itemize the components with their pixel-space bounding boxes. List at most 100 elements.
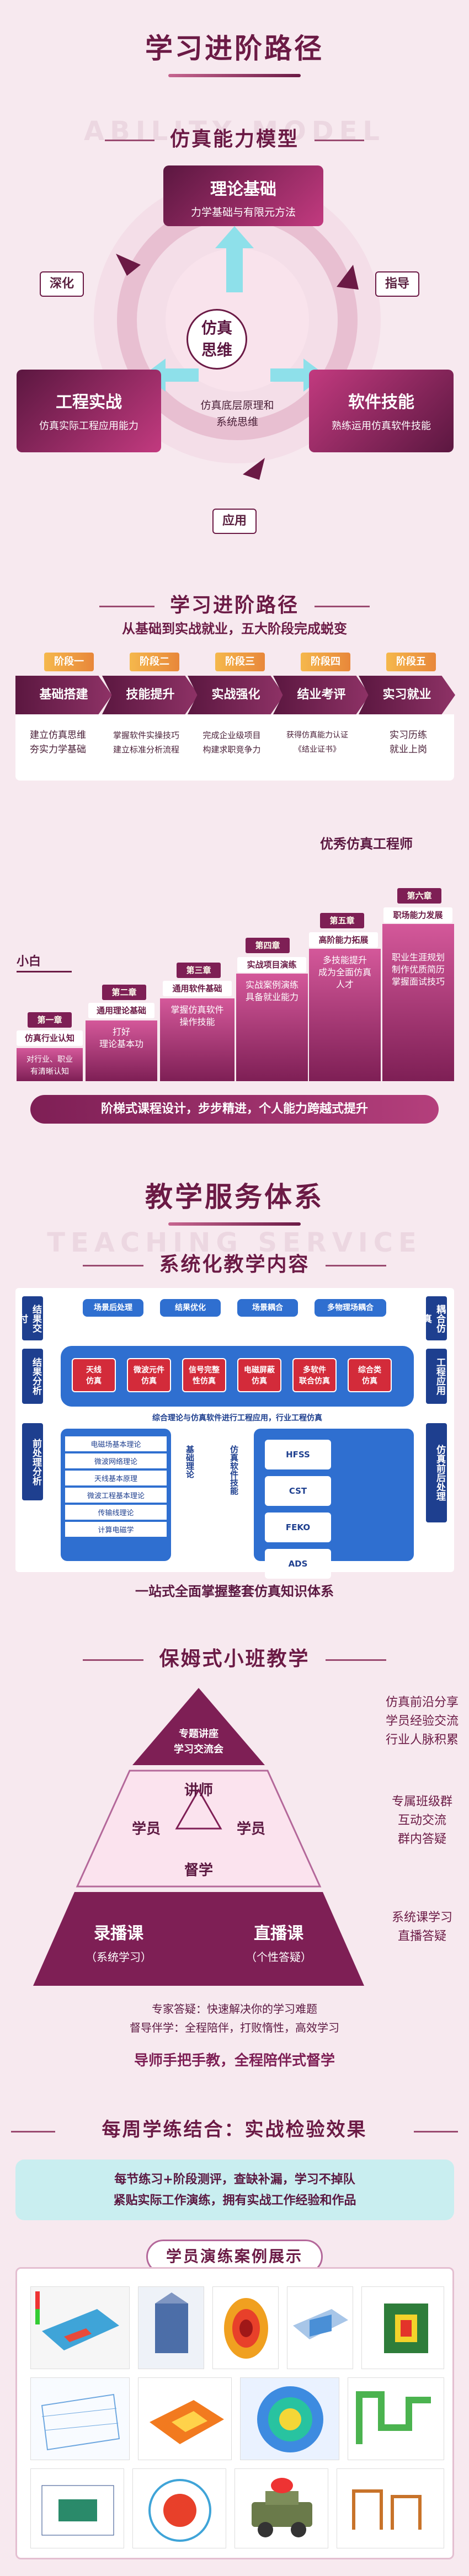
case-image-2 <box>138 2286 204 2369</box>
apply-label: 应用 <box>212 509 257 534</box>
case-image-6 <box>30 2377 130 2460</box>
center-desc: 仿真底层原理和系统思维 <box>200 399 274 428</box>
weekly-heading-text: 每周学练结合：实战检验效果 <box>102 2119 367 2141</box>
practice-desc: 仿真实际工程应用能力 <box>39 420 138 432</box>
theory-item-3: 天线基本原理 <box>65 1471 167 1485</box>
right-note-1: 仿真前沿分享 学员经验交流 行业人脉积累 <box>381 1693 463 1750</box>
pyramid-student-left: 学员 <box>131 1821 161 1837</box>
stair-tag2-5: 高阶能力拓展 <box>309 932 378 948</box>
top-box-3: 场景耦合 <box>237 1299 298 1317</box>
stage-desc-4: 获得仿真能力认证 《结业证书》 <box>286 731 348 754</box>
live-title: 直播课 <box>254 1924 303 1943</box>
stair-4: 实战案例演练 具备就业能力 <box>236 974 308 1081</box>
service-title: 教学服务体系 <box>0 1175 469 1226</box>
mid-label-1: 基础理论 <box>185 1445 195 1478</box>
nanny-note-2: 督导伴学：全程陪伴，打败惰性，高效学习 <box>130 2021 339 2034</box>
software-desc: 熟练运用仿真软件技能 <box>332 420 431 432</box>
stage-tag-4: 阶段四 <box>301 653 350 671</box>
path-subtitle: 从基础到实战就业，五大阶段完成蜕变 <box>122 621 347 637</box>
right-note-2: 专属班级群 互动交流 群内答疑 <box>381 1793 463 1849</box>
stage-3: 实战强化 <box>188 676 284 714</box>
center-line1: 仿真 <box>201 319 232 337</box>
stair-tag2-3: 通用软件基础 <box>163 981 232 996</box>
path-heading: 学习进阶路径 <box>0 585 469 629</box>
stairs-goal: 优秀仿真工程师 <box>320 836 413 852</box>
center-thinking: 仿真 思维 <box>186 309 247 370</box>
stair-tag2-4: 实战项目演练 <box>237 957 306 972</box>
stage-desc-5: 实习历练 就业上岗 <box>390 730 427 755</box>
recorded-course: 录播课 （系统学习） <box>72 1920 166 1964</box>
recorded-title: 录播课 <box>94 1924 143 1943</box>
live-course: 直播课 （个性答疑） <box>232 1920 326 1964</box>
right-tab-3: 仿真前后处理 <box>426 1423 447 1522</box>
stage-desc-panel <box>15 714 454 781</box>
theory-item-5: 传输线理论 <box>65 1505 167 1520</box>
note-1-3: 行业人脉积累 <box>385 1733 459 1747</box>
stair-tag2-6: 职场能力发展 <box>383 907 452 923</box>
stair-tag-4: 第四章 <box>246 938 290 953</box>
center-line2: 思维 <box>201 341 232 359</box>
case-image-5 <box>361 2286 444 2369</box>
nanny-heading-text: 保姆式小班教学 <box>159 1648 310 1670</box>
theory-item-1: 电磁场基本理论 <box>65 1436 167 1451</box>
page-title: 学习进阶路径 <box>0 26 469 77</box>
guide-label: 指导 <box>375 271 419 297</box>
stage-tag-2: 阶段二 <box>130 653 179 671</box>
red-box-4: 电磁屏蔽 仿真 <box>237 1358 281 1392</box>
model-heading-text: 仿真能力模型 <box>169 128 299 151</box>
left-tab-2: 结果分析 <box>22 1349 43 1404</box>
weekly-desc: 每节练习+阶段测评，查缺补漏，学习不掉队 紧贴实际工作演练，拥有实战工作经验和作… <box>15 2160 454 2220</box>
stage-4: 结业考评 <box>273 676 370 714</box>
stair-tag-5: 第五章 <box>320 913 364 928</box>
theory-title: 理论基础 <box>210 180 276 199</box>
software-item-4: ADS <box>265 1549 331 1579</box>
red-box-3: 信号完整 性仿真 <box>182 1358 226 1392</box>
top-box-4: 多物理场耦合 <box>315 1299 386 1317</box>
case-image-13 <box>337 2468 444 2548</box>
center-line-text: 综合理论与仿真软件进行工程应用，行业工程仿真 <box>152 1414 322 1423</box>
right-note-3: 系统课学习 直播答疑 <box>381 1909 463 1946</box>
theory-item-4: 微波工程基本理论 <box>65 1488 167 1503</box>
stairs-baseline <box>17 971 72 972</box>
theory-card: 理论基础 力学基础与有限元方法 <box>163 165 323 226</box>
case-image-7 <box>138 2377 232 2460</box>
case-image-9 <box>348 2377 444 2460</box>
software-item-1: HFSS <box>265 1440 331 1469</box>
stair-tag-2: 第二章 <box>102 985 146 1000</box>
theory-desc: 力学基础与有限元方法 <box>190 206 296 218</box>
stair-tag2-2: 通用理论基础 <box>88 1003 154 1018</box>
case-image-12 <box>234 2468 328 2548</box>
stair-6: 职业生涯规划 制作优质简历 掌握面试技巧 <box>382 924 454 1081</box>
stair-tag-1: 第一章 <box>28 1012 72 1028</box>
software-item-2: CST <box>265 1476 331 1506</box>
note-2-3: 群内答疑 <box>397 1832 446 1846</box>
case-image-11 <box>132 2468 226 2548</box>
stage-tag-1: 阶段一 <box>44 653 94 671</box>
path-heading-text: 学习进阶路径 <box>169 594 299 617</box>
path-bar: 阶梯式课程设计，步步精进，个人能力跨越式提升 <box>30 1095 439 1124</box>
red-box-2: 微波元件 仿真 <box>127 1358 171 1392</box>
service-ghost: TEACHING SERVICE <box>47 1227 422 1258</box>
theory-item-2: 微波网络理论 <box>65 1453 167 1468</box>
stairs-start: 小白 <box>17 955 41 969</box>
stair-1: 对行业、职业 有清晰认知 <box>17 1048 83 1081</box>
right-tab-1: 耦合仿真 <box>420 1296 447 1340</box>
top-box-2: 结果优化 <box>160 1299 221 1317</box>
systematic-heading-text: 系统化教学内容 <box>159 1253 310 1276</box>
nanny-summary: 导师手把手教，全程陪伴式督学 <box>134 2053 335 2069</box>
note-1-2: 学员经验交流 <box>385 1714 459 1728</box>
red-box-5: 多软件 联合仿真 <box>292 1358 337 1392</box>
nanny-note-1: 专家答疑：快速解决你的学习难题 <box>152 2002 317 2016</box>
stair-2: 打好 理论基本功 <box>86 1020 157 1081</box>
note-2-1: 专属班级群 <box>391 1795 452 1809</box>
case-image-1 <box>30 2286 130 2369</box>
note-1-1: 仿真前沿分享 <box>385 1696 459 1709</box>
case-image-4 <box>287 2286 353 2369</box>
stage-desc-1: 建立仿真思维 夯实力学基础 <box>30 730 86 755</box>
live-sub: （个性答疑） <box>246 1950 312 1964</box>
stage-1: 基础搭建 <box>15 676 112 714</box>
stage-tag-3: 阶段三 <box>215 653 265 671</box>
pyramid-graphic <box>33 1688 364 1986</box>
nanny-heading: 保姆式小班教学 <box>0 1638 469 1682</box>
deepen-label: 深化 <box>40 271 84 297</box>
